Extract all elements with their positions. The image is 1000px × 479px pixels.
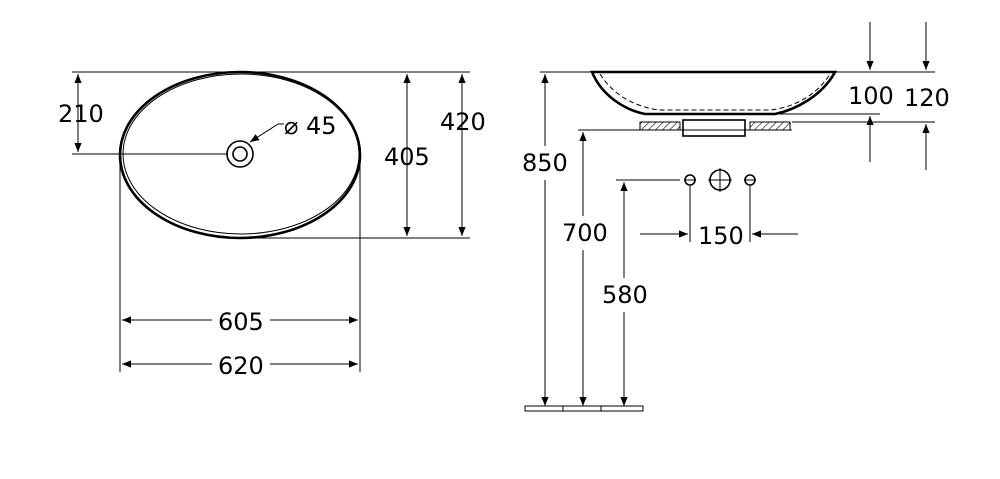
dim-label-620: 620 [218,352,264,380]
dim-label-850: 850 [522,149,568,177]
floor-segment-3 [600,405,644,412]
countertop-right-hatch [749,121,791,131]
side-view: 100 120 850 700 580 [522,22,950,412]
drain-outlet [682,119,746,137]
drain-diameter-symbol: ⌀ [284,112,298,140]
drain-leader [249,123,279,143]
dim-label-700: 700 [562,219,608,247]
tap-connection-right-icon [744,174,756,186]
dim-label-150: 150 [698,222,744,250]
bowl-inner-dashed [599,73,831,111]
dim-label-580: 580 [602,281,648,309]
floor-segment-2 [562,405,602,412]
tap-connection-center-icon [708,168,732,192]
dim-label-100: 100 [848,82,894,110]
dim-label-120: 120 [904,84,950,112]
floor-segment-1 [524,405,564,412]
dim-label-405: 405 [384,143,430,171]
bowl-outline [590,70,838,116]
dim-label-605: 605 [218,308,264,336]
dim-label-210: 210 [58,100,104,128]
drain-diameter-label: 45 [306,112,337,140]
dim-label-420: 420 [440,108,486,136]
drain-icon [226,140,254,168]
countertop-left-hatch [639,121,681,131]
tap-connection-left-icon [684,174,696,186]
plan-view: ⌀ 45 210 405 420 605 620 [58,70,486,380]
